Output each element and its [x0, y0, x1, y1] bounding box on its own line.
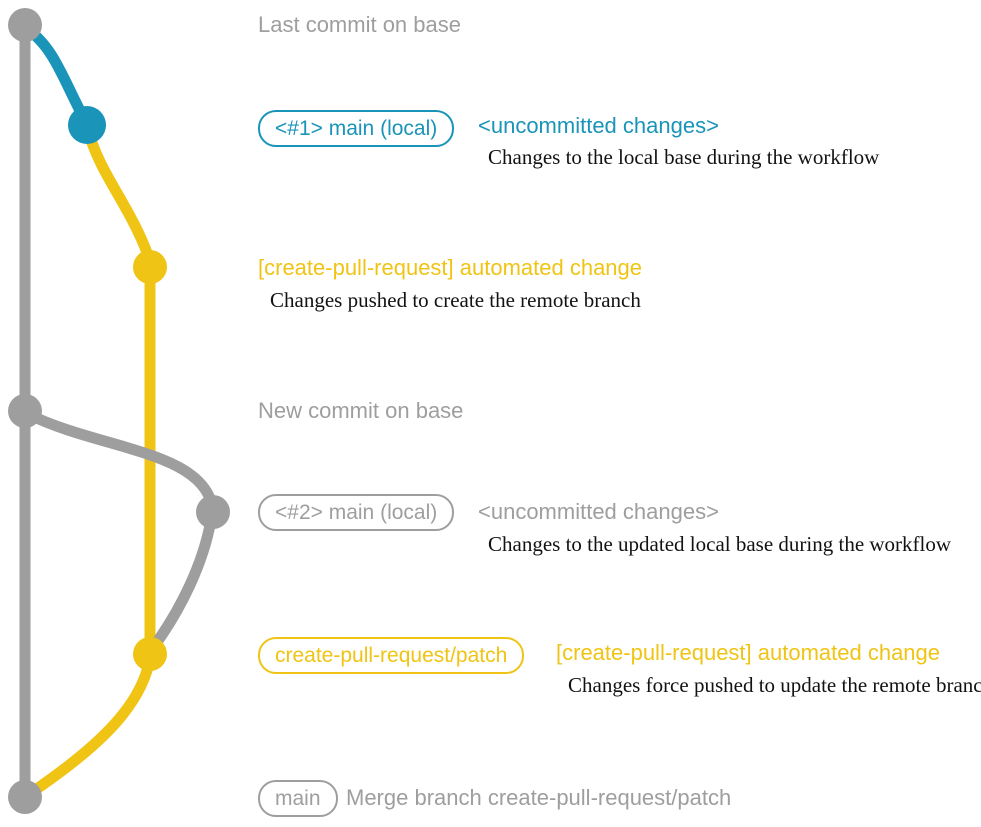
branch-curve-rebase	[149, 514, 217, 651]
note-automated-1: Changes pushed to create the remote bran…	[270, 288, 641, 312]
commit-dot-base-last	[8, 8, 42, 42]
branch-label-patch: create-pull-request/patch	[258, 637, 525, 674]
branch-curve-base-update	[22, 408, 219, 516]
commit-dot-main-local-2	[196, 495, 230, 529]
branch-label-main-local-2: <#2> main (local)	[258, 494, 455, 531]
note-automated-2: Changes force pushed to update the remot…	[568, 673, 981, 697]
commit-message-uncommitted-2: <uncommitted changes>	[478, 499, 719, 524]
note-uncommitted-2: Changes to the updated local base during…	[488, 532, 952, 556]
git-graph	[8, 8, 230, 814]
commit-dot-patch-1	[133, 250, 167, 284]
commit-message-new-base: New commit on base	[258, 398, 464, 423]
commit-dot-main-local-1	[68, 106, 106, 144]
note-uncommitted-1: Changes to the local base during the wor…	[488, 145, 880, 169]
commit-dot-patch-2	[133, 637, 167, 671]
branch-curve-main-local	[20, 22, 92, 128]
commit-message-uncommitted-1: <uncommitted changes>	[478, 113, 719, 138]
branch-curve-merge	[32, 652, 156, 794]
branch-curve-to-patch	[82, 124, 155, 264]
commit-message-merge: Merge branch create-pull-request/patch	[346, 785, 732, 810]
commit-message-automated-1: [create-pull-request] automated change	[258, 255, 643, 280]
branch-label-main: main	[258, 780, 338, 817]
branch-label-main-local-1: <#1> main (local)	[258, 110, 455, 147]
commit-message-last-base: Last commit on base	[258, 12, 461, 37]
commit-dot-base-merge	[8, 780, 42, 814]
commit-message-automated-2: [create-pull-request] automated change	[556, 640, 941, 665]
commit-dot-base-new	[8, 394, 42, 428]
